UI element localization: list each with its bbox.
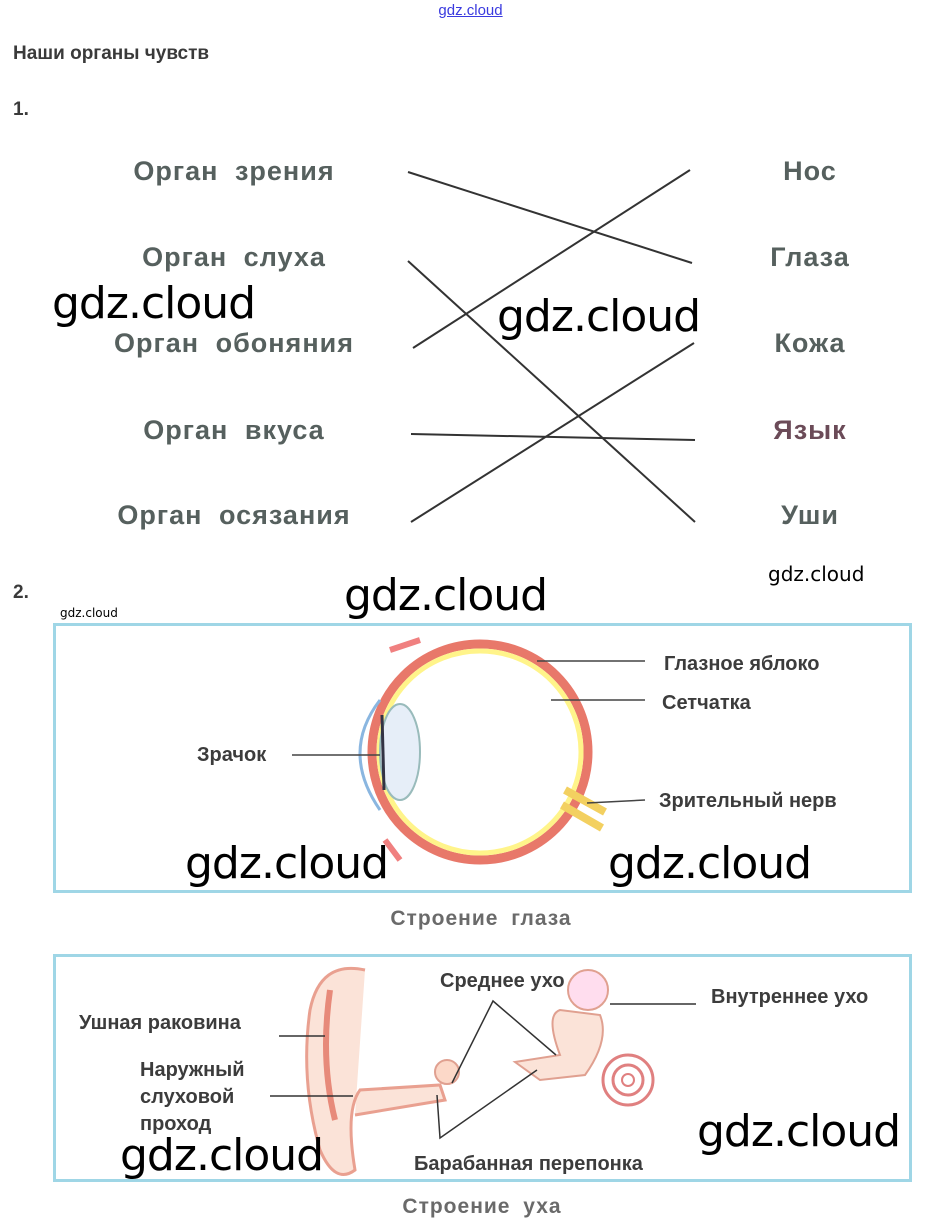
ear-caption: Строение уха [402, 1195, 562, 1218]
label-eyeball: Глазное яблоко [664, 653, 820, 675]
right-label-nose: Нос [783, 156, 837, 186]
match-line [410, 433, 696, 441]
label-ear-canal-3: проход [140, 1113, 212, 1135]
left-label-sight: Орган зрения [133, 156, 335, 186]
task-2-number: 2. [13, 582, 29, 603]
ear-diagram-frame [53, 954, 912, 1182]
watermark: gdz.cloud [344, 570, 548, 621]
watermark: gdz.cloud [185, 838, 389, 889]
watermark: gdz.cloud [608, 838, 812, 889]
right-label-tongue: Язык [773, 415, 847, 445]
right-label-skin: Кожа [774, 328, 846, 358]
label-middle-ear: Среднее ухо [440, 970, 565, 992]
left-label-touch: Орган осязания [117, 500, 351, 530]
watermark: gdz.cloud [120, 1130, 324, 1181]
label-optic-nerve: Зрительный нерв [659, 790, 837, 812]
match-line [412, 169, 691, 349]
eye-diagram-frame [53, 623, 912, 893]
match-line [407, 171, 693, 264]
task-1-number: 1. [13, 99, 29, 120]
left-label-taste: Орган вкуса [143, 415, 325, 445]
label-retina: Сетчатка [662, 692, 751, 714]
left-label-smell: Орган обоняния [114, 328, 354, 358]
watermark: gdz.cloud [60, 606, 118, 620]
watermark: gdz.cloud [697, 1106, 901, 1157]
match-line [410, 342, 695, 523]
label-eardrum: Барабанная перепонка [414, 1153, 643, 1175]
label-pupil: Зрачок [197, 744, 267, 766]
left-label-hearing: Орган слуха [142, 242, 326, 272]
right-label-eyes: Глаза [770, 242, 850, 272]
match-line [407, 260, 696, 523]
watermark: gdz.cloud [497, 291, 701, 342]
label-inner-ear: Внутреннее ухо [711, 986, 869, 1008]
right-label-ears: Уши [781, 500, 839, 530]
label-ear-canal-1: Наружный [140, 1059, 245, 1081]
label-ear-canal-2: слуховой [140, 1086, 235, 1108]
eye-caption: Строение глаза [390, 907, 572, 930]
page-title: Наши органы чувств [13, 43, 210, 64]
watermark: gdz.cloud [768, 562, 865, 586]
label-auricle: Ушная раковина [79, 1012, 241, 1034]
site-link[interactable]: gdz.cloud [438, 2, 503, 19]
watermark: gdz.cloud [52, 278, 256, 329]
